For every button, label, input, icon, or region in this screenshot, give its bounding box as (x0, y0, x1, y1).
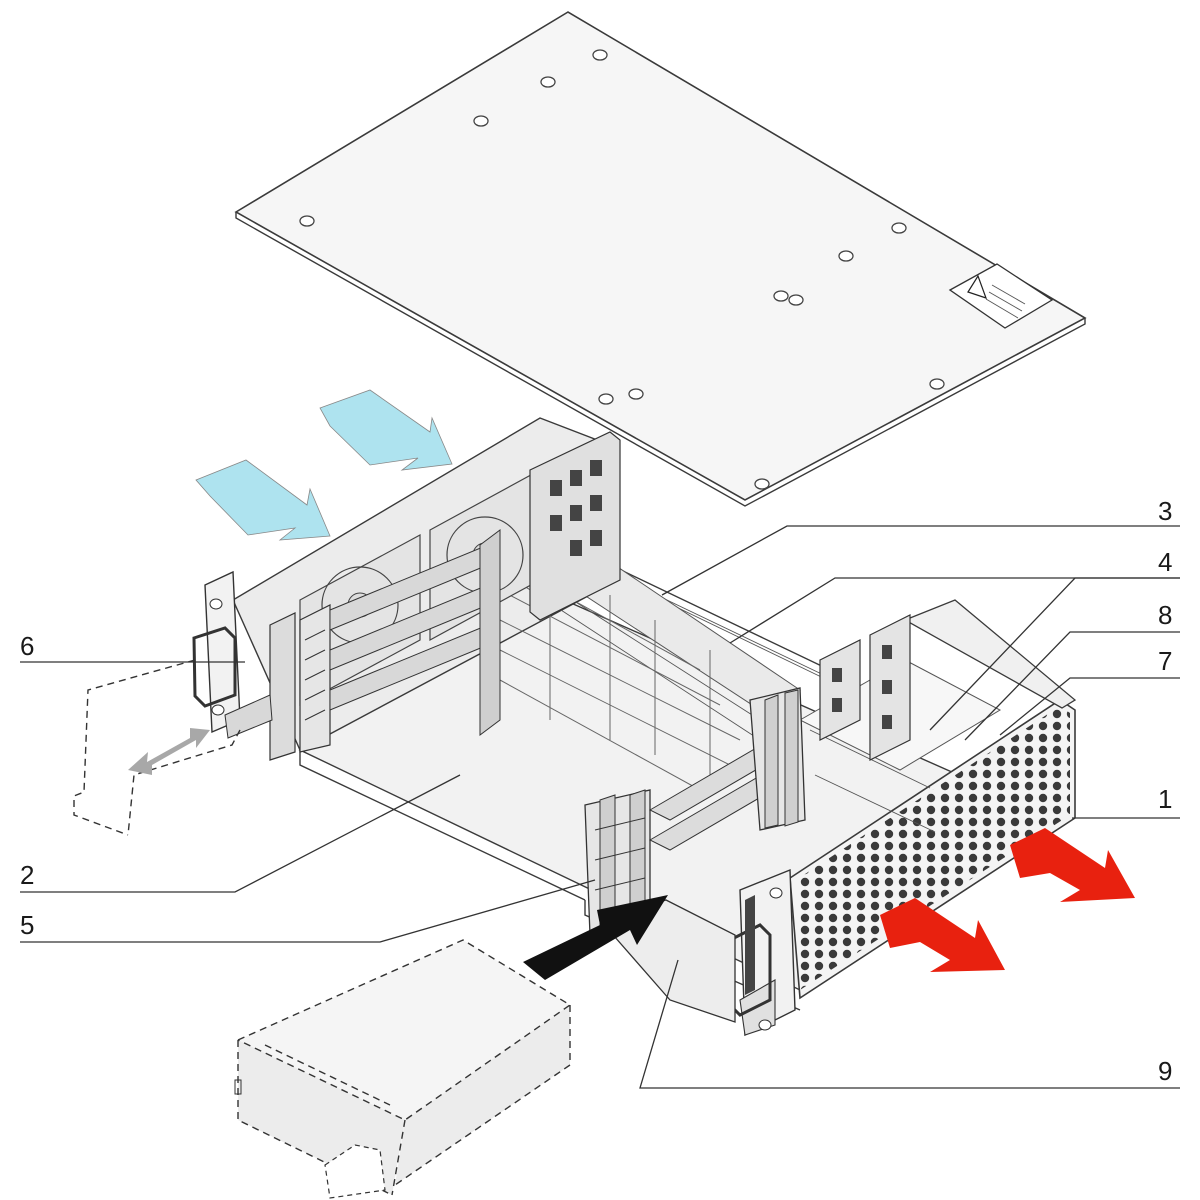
leader-5 (20, 879, 596, 943)
leader-2 (20, 774, 461, 893)
callout-4: 4 (1158, 547, 1172, 577)
callout-6: 6 (20, 631, 34, 661)
callout-1: 1 (1158, 784, 1172, 814)
top-cover-plate (234, 11, 1087, 507)
intake-arrow-lower (195, 459, 331, 541)
callout-labels: 1 2 3 4 5 6 7 8 9 (20, 496, 1172, 1086)
callout-7: 7 (1158, 646, 1172, 676)
rear-connector-block (529, 431, 621, 621)
leader-9 (639, 959, 1180, 1089)
warning-label-icon (948, 263, 1054, 329)
intake-airflow-arrows (195, 389, 453, 541)
leader-7 (999, 677, 1180, 736)
chassis (192, 417, 1077, 1037)
left-card-guides (269, 529, 501, 761)
callout-2: 2 (20, 860, 34, 890)
ghost-side-panel (73, 659, 241, 836)
right-rack-ear (728, 868, 796, 1037)
leader-8 (964, 631, 1180, 741)
insert-direction-arrow (523, 895, 668, 980)
front-card-guides (584, 687, 806, 936)
intake-arrow-upper (319, 389, 453, 471)
exhaust-airflow-arrows (880, 828, 1135, 972)
leader-4b (929, 577, 1180, 731)
callout-8: 8 (1158, 600, 1172, 630)
callout-leaders (20, 525, 1180, 1089)
leader-4 (729, 577, 1180, 644)
panel-slide-arrow (128, 728, 210, 775)
ghost-plug-in-module (234, 939, 572, 1199)
exhaust-arrow-upper (1010, 828, 1135, 902)
leader-3 (661, 525, 1180, 596)
cover-screw-holes (299, 49, 945, 490)
callout-5: 5 (20, 910, 34, 940)
right-rear-connectors (819, 614, 911, 761)
callout-3: 3 (1158, 496, 1172, 526)
callout-9: 9 (1158, 1056, 1172, 1086)
exhaust-arrow-lower (880, 898, 1005, 972)
module-handle (234, 1079, 386, 1199)
left-rack-ear (192, 570, 273, 739)
